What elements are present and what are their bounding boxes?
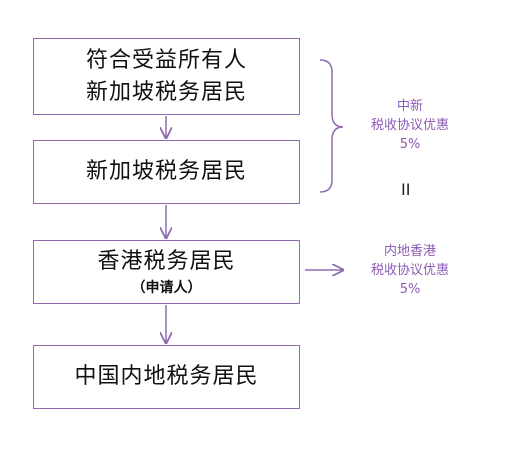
box4-line1: 中国内地税务居民 <box>74 364 259 389</box>
mainland-china-tax-resident-box: 中国内地税务居民 <box>33 345 300 409</box>
note1-line2: 税收协议优惠 <box>370 118 449 133</box>
note1-line1: 中新 <box>396 99 423 114</box>
right-brace <box>319 59 344 193</box>
note2-line2: 税收协议优惠 <box>370 263 449 278</box>
box1-line1: 符合受益所有人 <box>85 47 247 73</box>
box2-line1: 新加坡税务居民 <box>85 159 247 184</box>
beneficial-owner-singapore-resident-box: 符合受益所有人 新加坡税务居民 <box>33 38 300 115</box>
note1-line3: 5% <box>399 137 421 152</box>
note2-line3: 5% <box>399 282 421 297</box>
china-singapore-treaty-note: 中新 税收协议优惠 5% <box>345 97 475 154</box>
note2-line1: 内地香港 <box>383 244 436 259</box>
equal-sign: II <box>401 180 411 199</box>
hongkong-tax-resident-box: 香港税务居民 （申请人） <box>33 240 300 304</box>
box1-line2: 新加坡税务居民 <box>85 79 247 105</box>
singapore-tax-resident-box: 新加坡税务居民 <box>33 140 300 204</box>
box3-line1: 香港税务居民 <box>97 249 236 274</box>
mainland-hongkong-treaty-note: 内地香港 税收协议优惠 5% <box>345 242 475 299</box>
box3-sub: （申请人） <box>131 280 202 296</box>
